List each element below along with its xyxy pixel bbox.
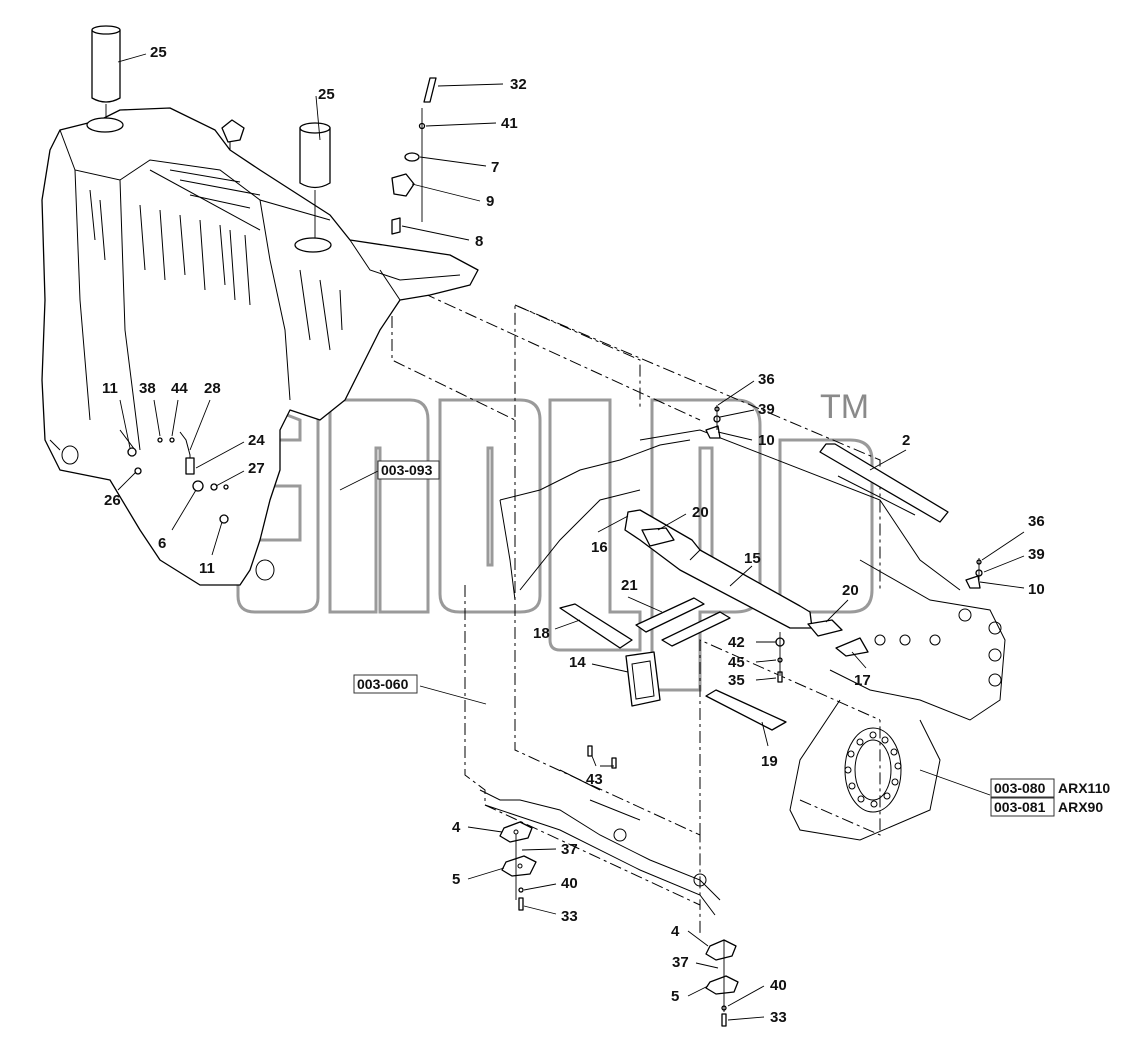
reference-box-003-093[interactable]: 003-093	[377, 460, 440, 480]
callout-c5a: 5	[452, 871, 460, 888]
tank	[41, 107, 479, 586]
callout-c17: 17	[854, 672, 871, 689]
callout-c20b: 20	[842, 582, 859, 599]
callout-c15: 15	[744, 550, 761, 567]
callout-c42: 42	[728, 634, 745, 651]
plate-20-left	[641, 527, 675, 547]
callout-c11b: 11	[199, 560, 215, 577]
callout-c41: 41	[501, 115, 518, 132]
callout-c27: 27	[248, 460, 265, 477]
callout-c10b: 10	[1028, 581, 1045, 598]
reference-box-003-081[interactable]: 003-081 ARX90	[990, 797, 1103, 817]
callout-c5b: 5	[671, 988, 679, 1005]
reference-code: 003-093	[381, 462, 433, 478]
pad-stack-right	[705, 939, 739, 1027]
fastener-stack-top	[391, 77, 437, 235]
callout-c33a: 33	[561, 908, 578, 925]
callout-c32: 32	[510, 76, 527, 93]
callout-c7: 7	[491, 159, 499, 176]
strip-21	[635, 597, 731, 647]
callout-c39a: 39	[758, 401, 775, 418]
callout-c37b: 37	[672, 954, 689, 971]
callout-c20a: 20	[692, 504, 709, 521]
watermark-trademark: TM	[820, 388, 869, 426]
callout-c38: 38	[139, 380, 156, 397]
reference-box-003-060[interactable]: 003-060	[353, 674, 418, 694]
callout-c36b: 36	[1028, 513, 1045, 530]
reference-code: 003-081	[994, 799, 1046, 815]
callout-c18: 18	[533, 625, 550, 642]
breather-cap	[221, 119, 245, 150]
callout-c9: 9	[486, 193, 494, 210]
callout-c33b: 33	[770, 1009, 787, 1026]
reference-model: ARX90	[1058, 799, 1103, 815]
filter-cartridge-right	[299, 122, 331, 189]
callout-c39b: 39	[1028, 546, 1045, 563]
callout-c21: 21	[621, 577, 638, 594]
callout-c35: 35	[728, 672, 745, 689]
callout-c37a: 37	[561, 841, 578, 858]
bracket-14	[625, 651, 661, 707]
filter-cartridge-left	[91, 25, 121, 103]
strip-19	[705, 689, 787, 731]
reference-code: 003-080	[994, 780, 1046, 796]
strip-18	[559, 603, 633, 649]
callout-c19: 19	[761, 753, 778, 770]
callout-c45: 45	[728, 654, 745, 671]
leader-lines	[117, 53, 1025, 1021]
callout-c36a: 36	[758, 371, 775, 388]
callout-c26: 26	[104, 492, 121, 509]
strip-17	[835, 637, 869, 657]
callout-c25b: 25	[318, 86, 335, 103]
bolt-circle	[844, 731, 902, 808]
reference-model: ARX110	[1058, 780, 1110, 796]
callout-c25a: 25	[150, 44, 167, 61]
callout-c11a: 11	[102, 380, 118, 397]
callout-c24: 24	[248, 432, 265, 449]
callout-c6: 6	[158, 535, 166, 552]
callout-c40b: 40	[770, 977, 787, 994]
reference-code: 003-060	[357, 676, 409, 692]
chassis-frame-outline	[339, 254, 1006, 935]
callout-c10a: 10	[758, 432, 775, 449]
callout-c8: 8	[475, 233, 483, 250]
plate-2	[819, 443, 949, 523]
reference-box-003-080[interactable]: 003-080 ARX110	[990, 778, 1110, 798]
sensor-and-fittings	[127, 431, 229, 524]
callout-c28: 28	[204, 380, 221, 397]
callout-c40a: 40	[561, 875, 578, 892]
callout-c4a: 4	[452, 819, 461, 836]
callout-c4b: 4	[671, 923, 680, 940]
callout-c44: 44	[171, 380, 188, 397]
pad-stack-left	[499, 821, 537, 911]
callout-c16: 16	[591, 539, 608, 556]
bolts-43	[587, 745, 617, 769]
callout-c2: 2	[902, 432, 910, 449]
callout-c43: 43	[586, 771, 603, 788]
plate-20-right	[807, 619, 843, 637]
callout-c14: 14	[569, 654, 586, 671]
hardware-36-39-10	[705, 406, 983, 589]
